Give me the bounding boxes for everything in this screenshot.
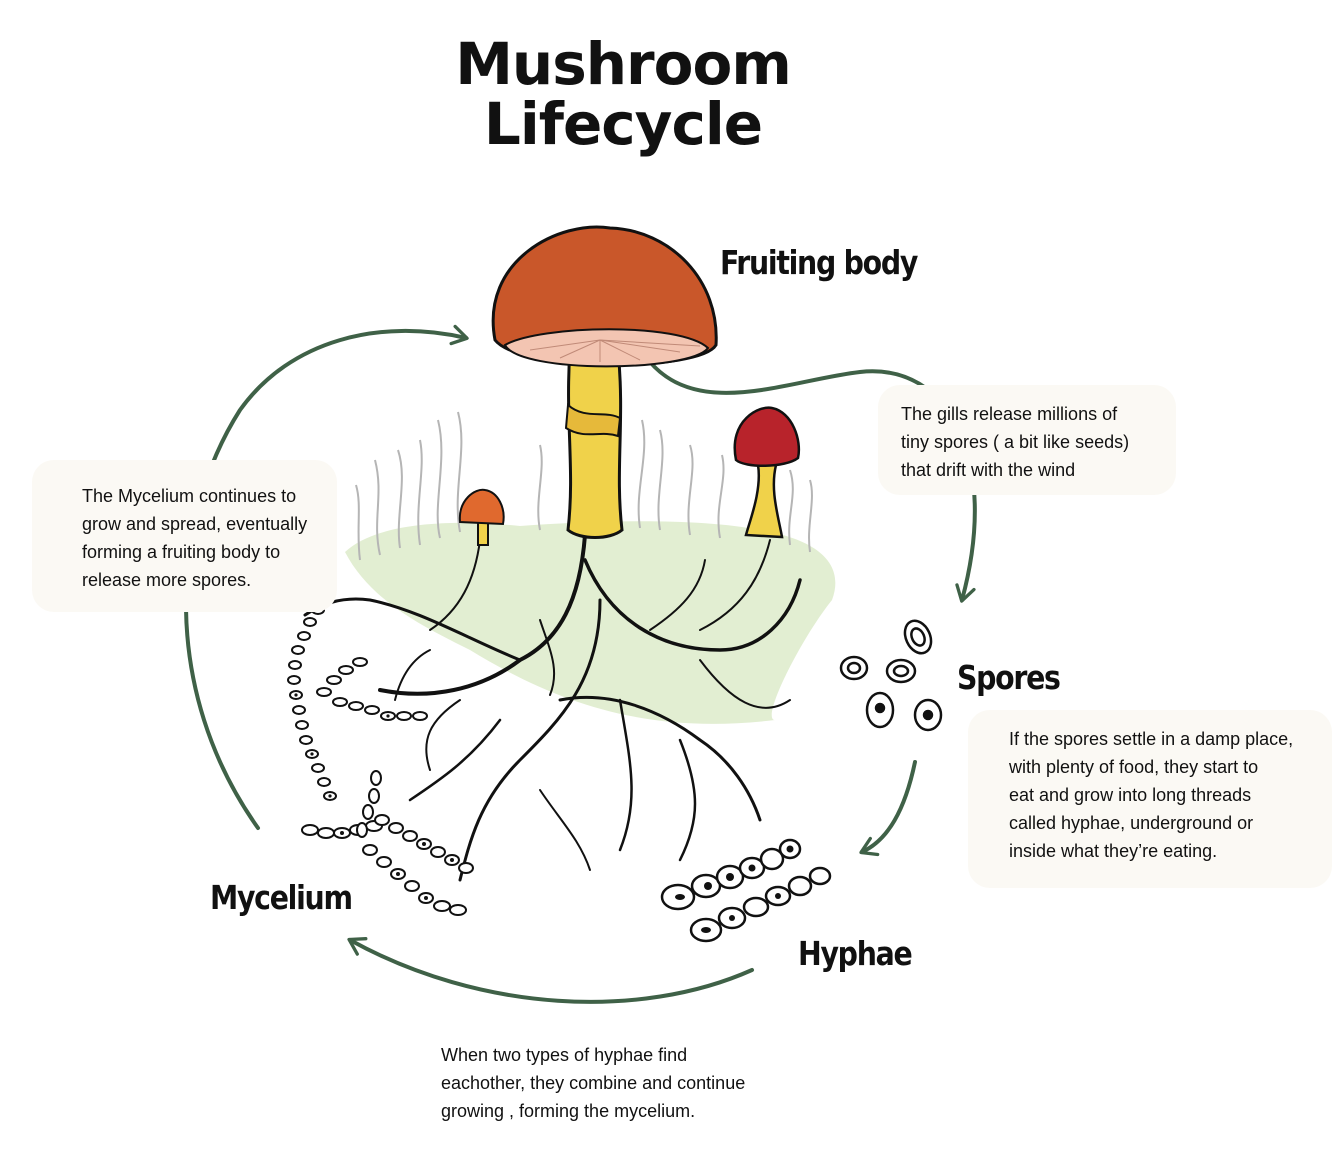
page-title: Mushroom Lifecycle (0, 34, 1246, 154)
title-line-1: Mushroom (455, 30, 792, 98)
cell-chain-5 (374, 814, 474, 874)
cell-chain-2 (316, 657, 428, 721)
title-line-2: Lifecycle (483, 90, 763, 158)
note-spores-line-4: called hyphae, underground or (1009, 813, 1254, 833)
hyphae-nuclei (675, 845, 794, 933)
note-mycelium-line-1: The Mycelium continues to (82, 486, 297, 506)
note-spores-line-5: inside what they’re eating. (1009, 841, 1218, 861)
note-spores: If the spores settle in a damp place, wi… (968, 710, 1332, 888)
label-hyphae: Hyphae (798, 934, 913, 973)
hyphae-chain-lower (689, 866, 832, 943)
note-spores-line-2: with plenty of food, they start to (1009, 757, 1259, 777)
cell-chain-1 (287, 605, 337, 801)
spore (885, 658, 917, 684)
note-gills: The gills release millions of tiny spore… (878, 385, 1176, 495)
spore-cluster (839, 619, 943, 732)
label-mycelium: Mycelium (210, 878, 353, 917)
cell-chain-4 (356, 770, 467, 916)
large-mushroom (491, 225, 718, 539)
note-hyphae-line-3: growing , forming the mycelium. (441, 1101, 696, 1121)
note-mycelium-line-4: release more spores. (82, 570, 252, 590)
spore (903, 619, 933, 655)
note-hyphae-line-2: eachother, they combine and continue (441, 1073, 746, 1093)
spore (865, 691, 895, 729)
hyphae-chains (660, 838, 832, 943)
note-gills-line-2: tiny spores ( a bit like seeds) (901, 432, 1130, 452)
note-spores-line-1: If the spores settle in a damp place, (1009, 729, 1294, 749)
note-hyphae: When two types of hyphae find eachother,… (441, 1041, 745, 1125)
note-mycelium-line-2: grow and spread, eventually (82, 514, 308, 534)
grass-strands (355, 411, 813, 561)
note-gills-line-1: The gills release millions of (901, 404, 1118, 424)
note-mycelium: The Mycelium continues to grow and sprea… (32, 460, 337, 612)
cell-chain-3 (301, 820, 383, 839)
moss-ground (345, 521, 836, 724)
small-orange-mushroom (458, 488, 505, 546)
arrow-spores-to-hyphae (859, 760, 917, 857)
arrow-hyphae-to-mycelium (347, 937, 754, 1004)
note-gills-line-3: that drift with the wind (901, 460, 1076, 480)
mycelium-cell-chains (287, 605, 474, 916)
label-fruiting-body: Fruiting body (720, 243, 918, 282)
red-mushroom (733, 406, 801, 539)
note-hyphae-line-1: When two types of hyphae find (441, 1045, 688, 1065)
note-spores-line-3: eat and grow into long threads (1009, 785, 1252, 805)
arrow-mycelium-to-fruiting (184, 324, 469, 830)
spore (913, 698, 943, 732)
spore (839, 655, 869, 681)
mycelium-cell-nuclei (294, 693, 454, 900)
label-spores: Spores (957, 658, 1061, 697)
note-mycelium-line-3: forming a fruiting body to (82, 542, 281, 562)
